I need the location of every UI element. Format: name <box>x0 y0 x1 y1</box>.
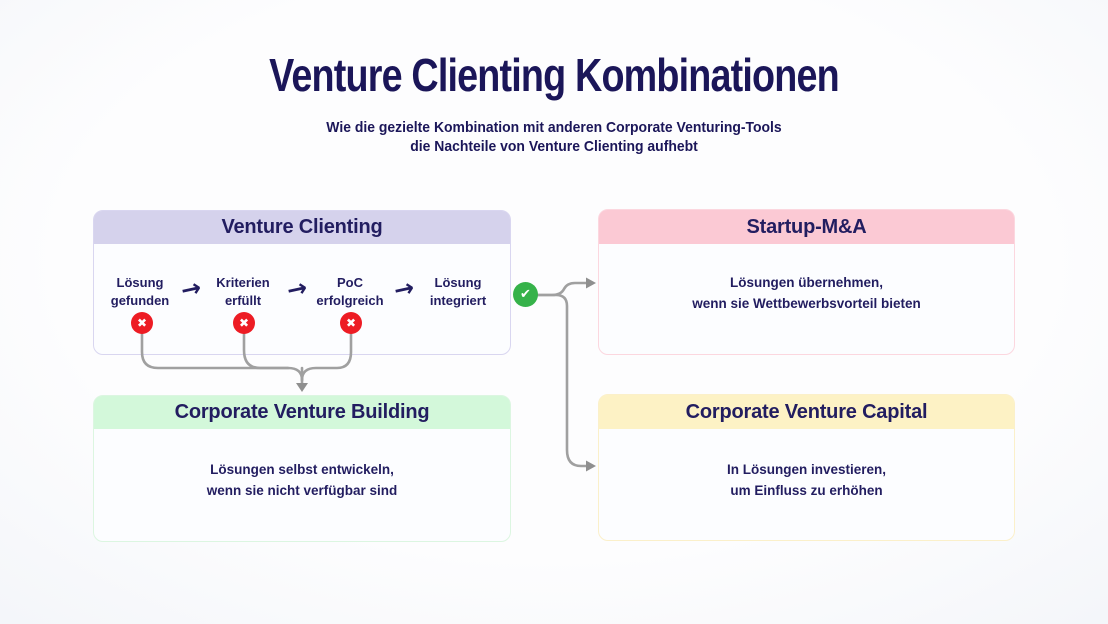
venture-clienting-header: Venture Clienting <box>94 211 510 244</box>
corporate-venture-building-box: Corporate Venture Building Lösungen selb… <box>93 395 511 542</box>
step-kriterien-erfuellt: Kriterien erfüllt <box>216 275 270 308</box>
corporate-venture-building-body: Lösungen selbst entwickeln, wenn sie nic… <box>206 462 398 498</box>
connector-check-to-ma <box>536 281 588 297</box>
success-check-icon: ✔ <box>513 282 538 307</box>
fail-x-icon: ✖ <box>340 312 362 334</box>
arrowhead-ma <box>586 277 596 289</box>
startup-ma-header: Startup-M&A <box>599 210 1014 244</box>
arrowhead-cvc <box>586 460 596 472</box>
fail-x-icon: ✖ <box>233 312 255 334</box>
step-loesung-gefunden: Lösung gefunden <box>110 275 170 308</box>
fail-x-icon: ✖ <box>131 312 153 334</box>
corporate-venture-capital-box: Corporate Venture Capital In Lösungen in… <box>598 394 1015 541</box>
startup-ma-body: Lösungen übernehmen, wenn sie Wettbewerb… <box>692 275 921 311</box>
venture-clienting-box: Venture Clienting <box>93 210 511 355</box>
arrowhead-cvb <box>296 383 308 392</box>
step-loesung-integriert: Lösung integriert <box>429 275 487 308</box>
corporate-venture-building-header: Corporate Venture Building <box>94 396 510 429</box>
corporate-venture-capital-body: In Lösungen investieren, um Einfluss zu … <box>726 461 887 498</box>
page-title: Venture Clienting Kombinationen <box>269 49 840 101</box>
step-poc-erfolgreich: PoC erfolgreich <box>316 275 384 308</box>
startup-ma-box: Startup-M&A Lösungen übernehmen, wenn si… <box>598 209 1015 355</box>
corporate-venture-capital-header: Corporate Venture Capital <box>599 395 1014 429</box>
connector-check-to-cvc <box>536 293 588 468</box>
page-subtitle: Wie die gezielte Kombination mit anderen… <box>326 119 782 155</box>
